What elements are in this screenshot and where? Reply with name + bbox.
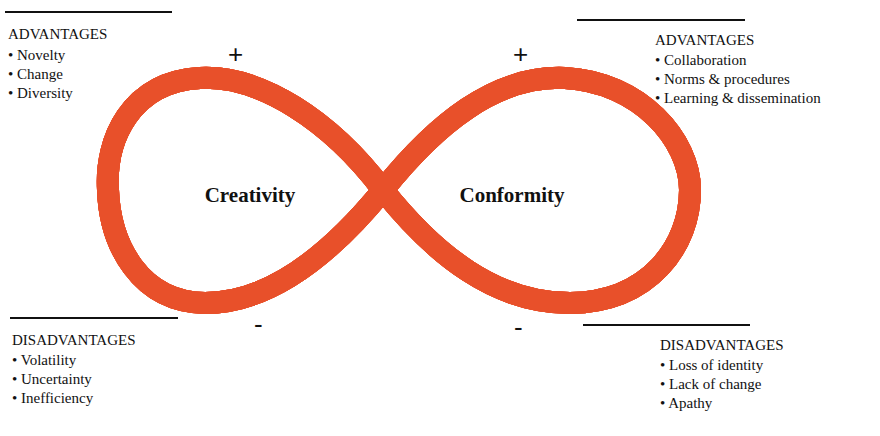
loop-title: Conformity [460,183,565,208]
section-heading: DISADVANTAGES [660,336,784,354]
bullet-item: • Apathy [660,394,712,412]
sign-label: + [228,40,243,68]
bullet-item: • Inefficiency [12,389,93,407]
bullet-item: • Loss of identity [660,356,763,374]
sign-label: + [513,40,528,68]
bullet-item: • Norms & procedures [655,70,790,88]
bullet-item: • Change [8,65,63,83]
loop-node: Conformity [456,181,569,210]
rule-line [10,317,178,319]
bullet-item: • Learning & dissemination [655,89,821,107]
sign-label: - [254,310,263,338]
rule-line [577,19,745,21]
infinity-loop [108,78,690,303]
bullet-item: • Diversity [8,84,73,102]
bullet-item: • Volatility [12,351,76,369]
loop-node: Creativity [201,181,300,210]
loop-title: Creativity [205,183,296,208]
sign-label: - [514,313,523,341]
section-heading: ADVANTAGES [8,25,107,43]
section-heading: DISADVANTAGES [12,331,136,349]
section-heading: ADVANTAGES [655,31,754,49]
bullet-item: • Collaboration [655,51,747,69]
rule-line [5,11,172,13]
bullet-item: • Novelty [8,46,65,64]
bullet-item: • Lack of change [660,375,761,393]
bullet-item: • Uncertainty [12,370,92,388]
rule-line [583,324,750,326]
